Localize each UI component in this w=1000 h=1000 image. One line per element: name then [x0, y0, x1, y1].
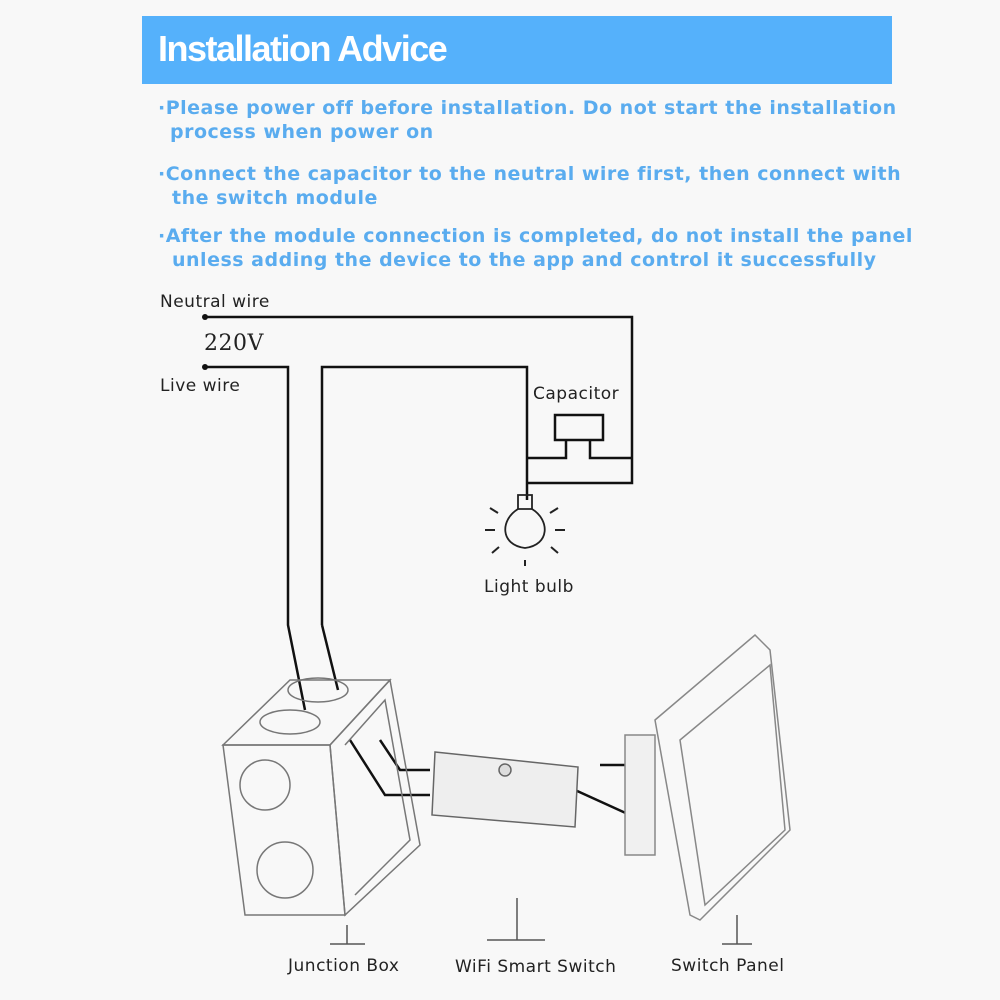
voltage-label: 220V — [204, 331, 264, 356]
junction-box-label: Junction Box — [288, 956, 400, 976]
capacitor-leg-left — [527, 440, 568, 460]
tip-text: the switch module — [172, 187, 378, 209]
header-banner: Installation Advice — [142, 16, 892, 84]
smart-switch-label: WiFi Smart Switch — [455, 957, 617, 977]
tip-3: ·After the module connection is complete… — [158, 225, 913, 271]
switch-panel-label: Switch Panel — [671, 956, 785, 976]
tip-text: Please power off before installation. Do… — [165, 97, 897, 119]
capacitor-leg-right — [588, 440, 632, 460]
light-bulb-label: Light bulb — [484, 577, 574, 597]
tip-text: unless adding the device to the app and … — [172, 249, 877, 271]
tip-text: After the module connection is completed… — [165, 225, 913, 247]
neutral-terminal-icon — [202, 314, 208, 320]
wires — [205, 315, 634, 817]
tip-2: ·Connect the capacitor to the neutral wi… — [158, 163, 902, 209]
wifi-module-icon — [431, 751, 579, 828]
switch-panel-icon — [624, 633, 791, 921]
neutral-wire-label: Neutral wire — [160, 292, 270, 312]
live-wire-line — [205, 365, 307, 711]
switched-wire-line — [320, 365, 529, 625]
live-terminal-icon — [202, 364, 208, 370]
tip-text: Connect the capacitor to the neutral wir… — [165, 163, 902, 185]
tip-text: process when power on — [170, 121, 434, 143]
capacitor-symbol — [553, 413, 605, 442]
junction-box-icon — [221, 677, 421, 917]
tip-1: ·Please power off before installation. D… — [158, 97, 897, 143]
live-wire-label: Live wire — [160, 376, 241, 396]
label-pointers — [330, 898, 752, 945]
light-bulb-icon — [485, 494, 565, 566]
capacitor-label: Capacitor — [533, 384, 620, 404]
neutral-wire-line — [205, 315, 634, 485]
page-title: Installation Advice — [158, 28, 448, 69]
